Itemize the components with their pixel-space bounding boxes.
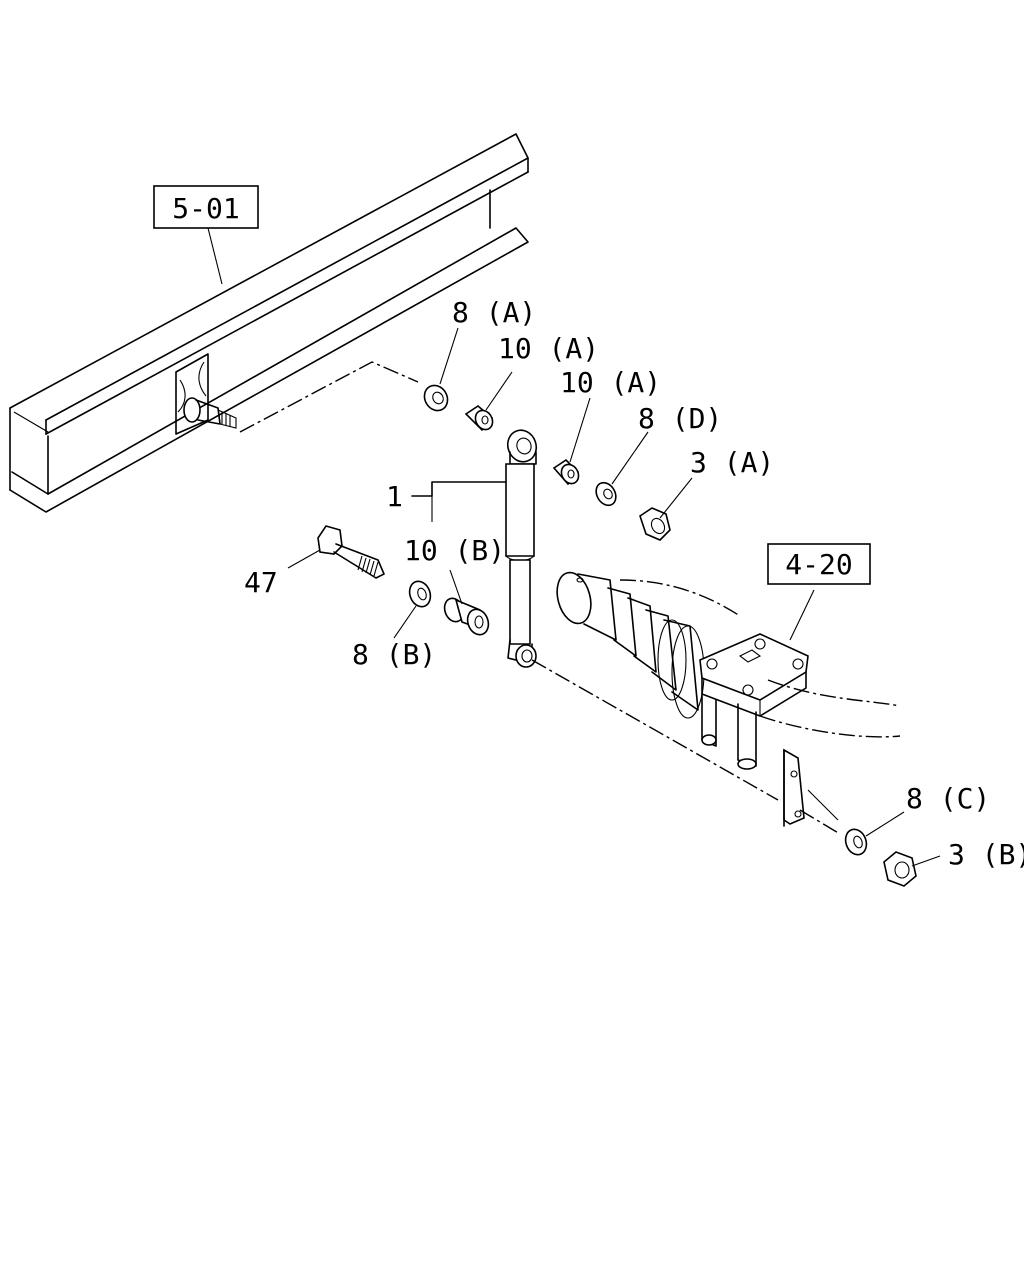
frame-rail	[9, 133, 529, 513]
label-bushing-10a-upper[interactable]: 10 (A)	[498, 332, 599, 365]
axle-assembly	[556, 571, 901, 827]
bushing-10a-lower-part	[552, 458, 580, 486]
label-bushing-10a-lower[interactable]: 10 (A)	[560, 366, 661, 399]
label-washer-8b[interactable]: 8 (B)	[352, 638, 436, 671]
washer-8d-part	[595, 481, 617, 507]
label-bolt-47[interactable]: 47	[244, 566, 278, 599]
label-washer-8a[interactable]: 8 (A)	[452, 296, 536, 329]
ref-axle-label: 4-20	[785, 548, 852, 581]
ref-box-frame[interactable]: 5-01	[153, 185, 259, 229]
label-bushing-10b[interactable]: 10 (B)	[404, 534, 505, 567]
assembly-line-upper	[239, 361, 419, 433]
label-washer-8d[interactable]: 8 (D)	[638, 402, 722, 435]
assembly-line-lower	[531, 659, 779, 801]
part-labels: 8 (A) 10 (A) 10 (A) 8 (D) 3 (A) 1 10 (B)…	[244, 296, 1024, 871]
label-nut-3a[interactable]: 3 (A)	[690, 446, 774, 479]
label-shock-absorber[interactable]: 1	[386, 480, 403, 513]
nut-3a-part	[639, 507, 671, 541]
washer-8b-part	[408, 580, 432, 608]
washer-8a-part	[423, 384, 449, 412]
ref-box-axle[interactable]: 4-20	[767, 543, 871, 585]
bushing-10a-upper-part	[464, 404, 494, 432]
shock-absorber-part	[505, 429, 538, 668]
ref-frame-label: 5-01	[172, 192, 239, 225]
leader-lines	[207, 227, 941, 867]
bolt-47-part	[317, 525, 385, 579]
label-nut-3b[interactable]: 3 (B)	[948, 838, 1024, 871]
washer-8c-part	[844, 828, 868, 856]
nut-3b-part	[883, 851, 917, 887]
label-washer-8c[interactable]: 8 (C)	[906, 782, 990, 815]
bushing-10b-part	[443, 597, 490, 636]
